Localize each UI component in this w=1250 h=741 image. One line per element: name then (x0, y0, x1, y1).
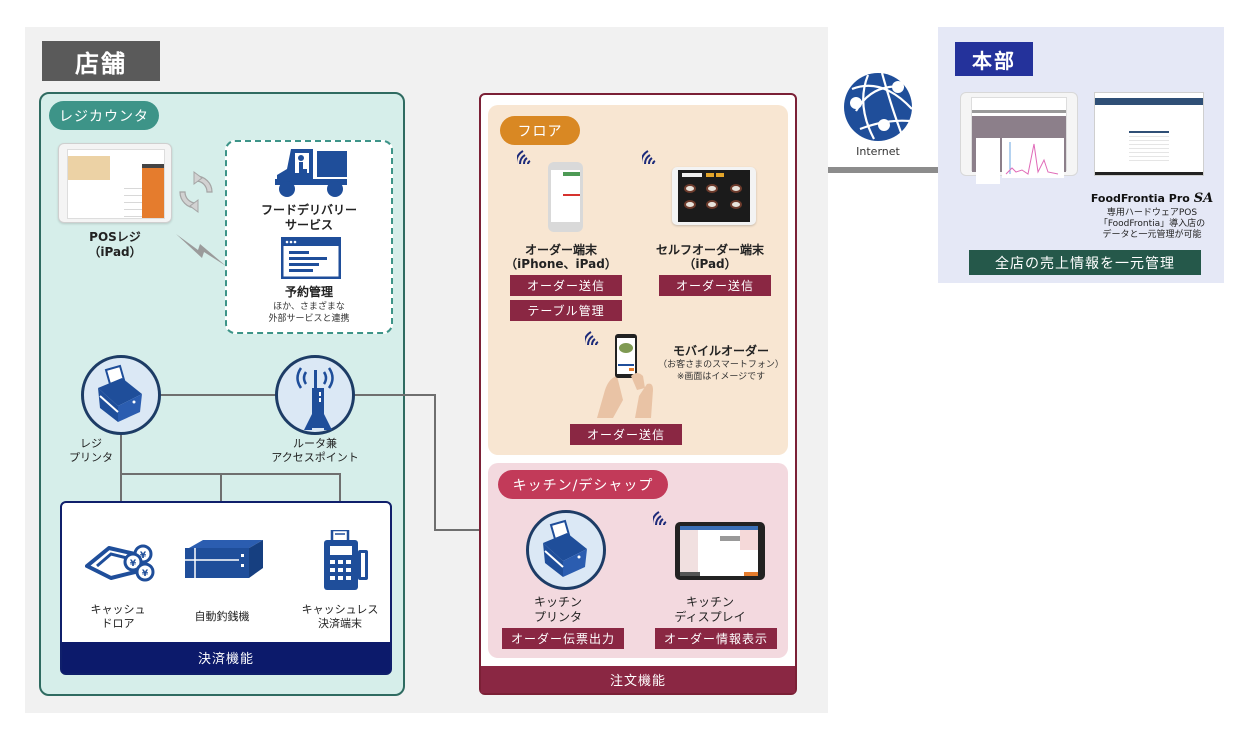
kitchen-printer-line1: キッチン (533, 595, 582, 609)
sync-icon (179, 171, 213, 213)
delivery-truck-icon (275, 149, 347, 197)
self-order-send-tag: オーダー送信 (659, 275, 771, 296)
hq-ipad-dashboard-image (960, 92, 1078, 184)
self-order-terminal-name: セルフオーダー端末 (655, 243, 764, 257)
order-terminal-name: オーダー端末 (524, 243, 597, 257)
pos-register-name: POSレジ (89, 230, 141, 244)
router-line2: アクセスポイント (271, 451, 359, 464)
kitchen-printer-line2: プリンタ (533, 610, 582, 624)
svg-text:¥: ¥ (140, 551, 147, 561)
product-suffix: Pro (1168, 192, 1190, 205)
food-delivery-label: フードデリバリー サービス (230, 203, 388, 233)
self-order-terminal-device: （iPad） (683, 257, 737, 271)
foodfrontia-pro-sa-logo: FoodFrontia Pro SA (1090, 191, 1214, 206)
headquarters-title: 本部 (955, 42, 1033, 76)
mobile-order-send-tag: オーダー送信 (570, 424, 682, 445)
cash-drawer-label: キャッシュ ドロア (63, 603, 173, 631)
floor-label: フロア (500, 116, 580, 145)
reservation-desc-line1: ほか、さまざまな (273, 302, 345, 312)
reservation-window-icon (281, 237, 341, 279)
store-title: 店舗 (42, 41, 160, 81)
order-terminal-send-tag: オーダー送信 (510, 275, 622, 296)
order-functions-footer: 注文機能 (481, 666, 795, 693)
internet-globe-icon (844, 72, 913, 141)
cashless-terminal-label: キャッシュレス 決済端末 (285, 603, 395, 631)
food-delivery-line1: フードデリバリー (260, 203, 357, 217)
cash-drawer-line2: ドロア (101, 617, 135, 630)
reservation-title: 予約管理 (284, 285, 333, 299)
hq-centralized-management-banner: 全店の売上情報を一元管理 (969, 250, 1201, 275)
product-desc-line2: 「FoodFrontia」導入店の (1098, 219, 1206, 229)
pos-register-ipad-image (58, 143, 172, 223)
kitchen-label: キッチン/デシャップ (498, 470, 668, 499)
wifi-icon (642, 150, 656, 165)
food-delivery-line2: サービス (284, 218, 333, 232)
internet-label: Internet (856, 145, 900, 158)
cash-drawer-line1: キャッシュ (90, 603, 146, 616)
auto-change-machine-icon (185, 540, 263, 578)
svg-text:¥: ¥ (142, 569, 149, 579)
register-printer-line1: レジ (80, 437, 102, 450)
kitchen-display-show-tag: オーダー情報表示 (655, 628, 777, 649)
register-printer-label: レジ プリンタ (52, 437, 130, 465)
product-edition: SA (1193, 191, 1214, 206)
kitchen-display-line2: ディスプレイ (674, 610, 746, 624)
router-label: ルータ兼 アクセスポイント (255, 437, 375, 465)
mobile-order-smartphone-image (597, 334, 653, 418)
product-desc-line1: 専用ハードウェアPOS (1106, 208, 1198, 218)
sales-chart-thumbnail (1005, 142, 1059, 175)
lightning-bolt-icon (176, 234, 226, 266)
cashless-terminal-line2: 決済端末 (318, 617, 362, 630)
product-name: FoodFrontia (1090, 192, 1165, 205)
kitchen-display-label: キッチン ディスプレイ (660, 595, 760, 625)
register-printer-line2: プリンタ (69, 451, 113, 464)
reservation-description: ほか、さまざまな 外部サービスと連携 (230, 301, 388, 325)
internet-connection-line (828, 167, 938, 173)
mobile-order-title: モバイルオーダー (672, 344, 769, 358)
payment-functions-footer: 決済機能 (62, 642, 390, 673)
kitchen-printer-output-tag: オーダー伝票出力 (502, 628, 624, 649)
wifi-icon (517, 150, 531, 165)
router-access-point-icon (275, 355, 355, 435)
auto-change-machine-label: 自動釣銭機 (194, 610, 250, 623)
wifi-icon (585, 331, 599, 346)
product-description: 専用ハードウェアPOS 「FoodFrontia」導入店の データと一元管理が可… (1090, 208, 1214, 241)
register-printer-icon (81, 355, 161, 435)
mobile-order-desc-line2: ※画面はイメージです (676, 372, 766, 382)
kitchen-printer-label: キッチン プリンタ (510, 595, 606, 625)
self-order-ipad-image (672, 167, 756, 225)
cash-drawer-icon: ¥ ¥ ¥ (85, 544, 155, 582)
order-terminal-devices: （iPhone、iPad） (505, 257, 617, 271)
order-terminal-label: オーダー端末 （iPhone、iPad） (498, 243, 624, 271)
mobile-order-desc-line1: （お客さまのスマートフォン） (658, 360, 784, 370)
register-counter-label: レジカウンタ (49, 101, 159, 130)
order-terminal-iphone-image (548, 162, 583, 232)
kitchen-printer-icon (526, 510, 606, 590)
kitchen-display-tablet-image (675, 522, 765, 580)
mobile-order-description: （お客さまのスマートフォン） ※画面はイメージです (656, 359, 786, 383)
order-terminal-table-tag: テーブル管理 (510, 300, 622, 321)
hq-pc-dashboard-image (1094, 92, 1204, 176)
pos-register-device: （iPad） (88, 245, 142, 259)
payment-terminal-icon (324, 530, 368, 590)
product-desc-line3: データと一元管理が可能 (1102, 230, 1202, 240)
cashless-terminal-line1: キャッシュレス (301, 603, 379, 616)
router-line1: ルータ兼 (293, 437, 337, 450)
kitchen-display-line1: キッチン (685, 595, 734, 609)
svg-text:¥: ¥ (130, 559, 137, 569)
reservation-desc-line2: 外部サービスと連携 (268, 314, 350, 324)
wifi-icon (653, 511, 667, 526)
self-order-terminal-label: セルフオーダー端末 （iPad） (650, 243, 770, 271)
pos-register-label: POSレジ （iPad） (60, 230, 170, 260)
